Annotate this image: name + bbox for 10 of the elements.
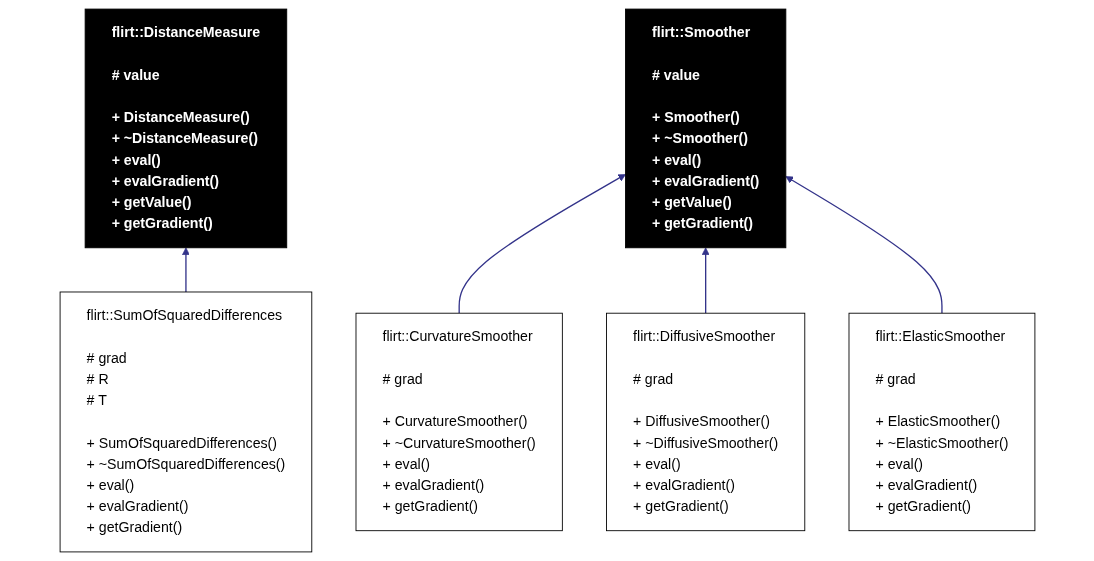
node-box: flirt::DiffusiveSmoother # grad + DiffusiveSmoother() + ~DiffusiveSmoother() + eval() + evalGradient() + getGradient() [605,312,805,532]
arrow [458,174,626,314]
arrow [181,247,190,293]
node-box: flirt::DistanceMeasure # value + DistanceMeasure() + ~DistanceMeasure() + eval() + evalGradient() + getValue() + getGradient() [84,8,287,249]
node-box: flirt::SumOfSquaredDifferences # grad # R # T + SumOfSquaredDifferences() + ~SumOfSquaredDifferences() + eval() + evalGradient() + getGradient() [59,291,312,553]
node-box: flirt::Smoother # value + Smoother() + ~Smoother() + eval() + evalGradient() + getValue() + getGradient() [624,8,786,249]
node-box: flirt::ElasticSmoother # grad + ElasticSmoother() + ~ElasticSmoother() + eval() + evalGradient() + getGradient() [848,312,1035,532]
arrow [701,247,710,314]
node-box: flirt::CurvatureSmoother # grad + CurvatureSmoother() + ~CurvatureSmoother() + eval() + evalGradient() + getGradient() [355,312,563,532]
arrow [785,176,943,314]
